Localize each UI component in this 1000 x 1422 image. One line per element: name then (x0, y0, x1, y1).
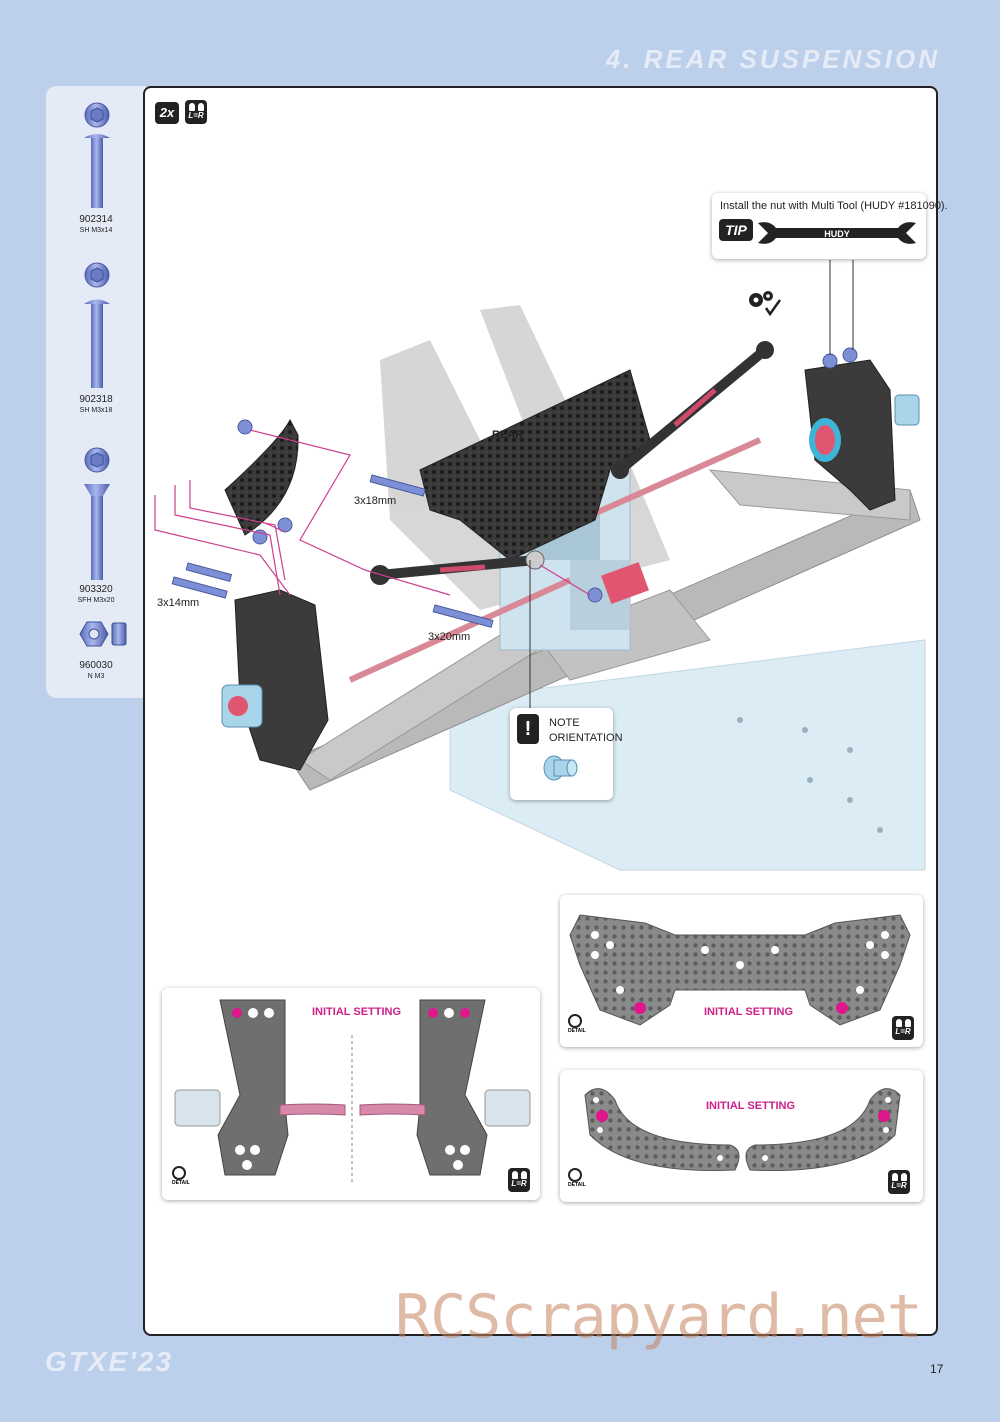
initial-setting-label-uprights: INITIAL SETTING (312, 1006, 402, 1018)
tip-label: TIP (719, 219, 753, 241)
screws (171, 474, 494, 628)
tip-text: Install the nut with Multi Tool (HUDY #1… (720, 200, 948, 212)
upright-right (804, 359, 920, 511)
parts-illustrations (79, 102, 127, 647)
rear-label: REAR (492, 429, 523, 441)
watermark: RCScrapyard.net (395, 1282, 923, 1352)
detail-magnifier-icon-2: DETAIL (568, 1168, 592, 1194)
section-title: 4. REAR SUSPENSION (605, 44, 940, 74)
multi-tool-icon: HUDY (758, 222, 916, 244)
bushing-icon (543, 755, 578, 781)
assembly-guides (154, 429, 591, 596)
initial-hole-right-link (878, 1110, 890, 1122)
chassis-plate (449, 639, 926, 871)
assembly-diagram: REAR (154, 260, 926, 871)
lr-badge: L=R (185, 100, 207, 124)
detail-magnifier-icon-3: DETAIL (172, 1166, 196, 1192)
chassis-holes (737, 717, 883, 833)
uprights-detail-illustration (174, 999, 531, 1185)
quantity-badge: 2x (155, 102, 179, 124)
nuts (237, 347, 858, 603)
lr-badge-uprights: L=R (508, 1168, 530, 1192)
turnbuckle-right (611, 341, 774, 479)
callout-leaders (529, 260, 854, 710)
camber-link (224, 418, 299, 536)
shock-tower-detail-illustration (569, 914, 911, 1026)
initial-hole-left (634, 1002, 646, 1014)
warning-icon: ! (517, 714, 539, 744)
bolt-sh-m3x18-icon (84, 262, 110, 388)
lr-badge-tower: L=R (892, 1016, 914, 1040)
nut-n-m3-icon (79, 621, 127, 647)
initial-setting-label-tower: INITIAL SETTING (704, 1006, 794, 1018)
screw-label-3x14: 3x14mm (157, 597, 200, 609)
bolt-sfh-m3x20-icon (84, 447, 110, 580)
driveshaft-right (578, 437, 762, 523)
initial-setting-label-links: INITIAL SETTING (706, 1100, 796, 1112)
driveshaft-left (348, 577, 572, 683)
initial-hole-left-link (596, 1110, 608, 1122)
gear-setup-icon (749, 291, 782, 317)
tool-brand: HUDY (824, 229, 850, 239)
camber-links-detail-illustration (584, 1088, 901, 1172)
detail-magnifier-icon: DETAIL (568, 1014, 592, 1040)
screw-label-3x20: 3x20mm (428, 631, 471, 643)
initial-hole-right (836, 1002, 848, 1014)
brand-logo: GTXE'23 (45, 1346, 174, 1377)
lr-badge-links: L=R (888, 1170, 910, 1194)
shock-tower (419, 369, 651, 561)
bolt-sh-m3x14-icon (84, 102, 110, 208)
screw-label-3x18: 3x18mm (354, 495, 397, 507)
page-number: 17 (930, 1362, 944, 1376)
upright-left (221, 589, 329, 771)
